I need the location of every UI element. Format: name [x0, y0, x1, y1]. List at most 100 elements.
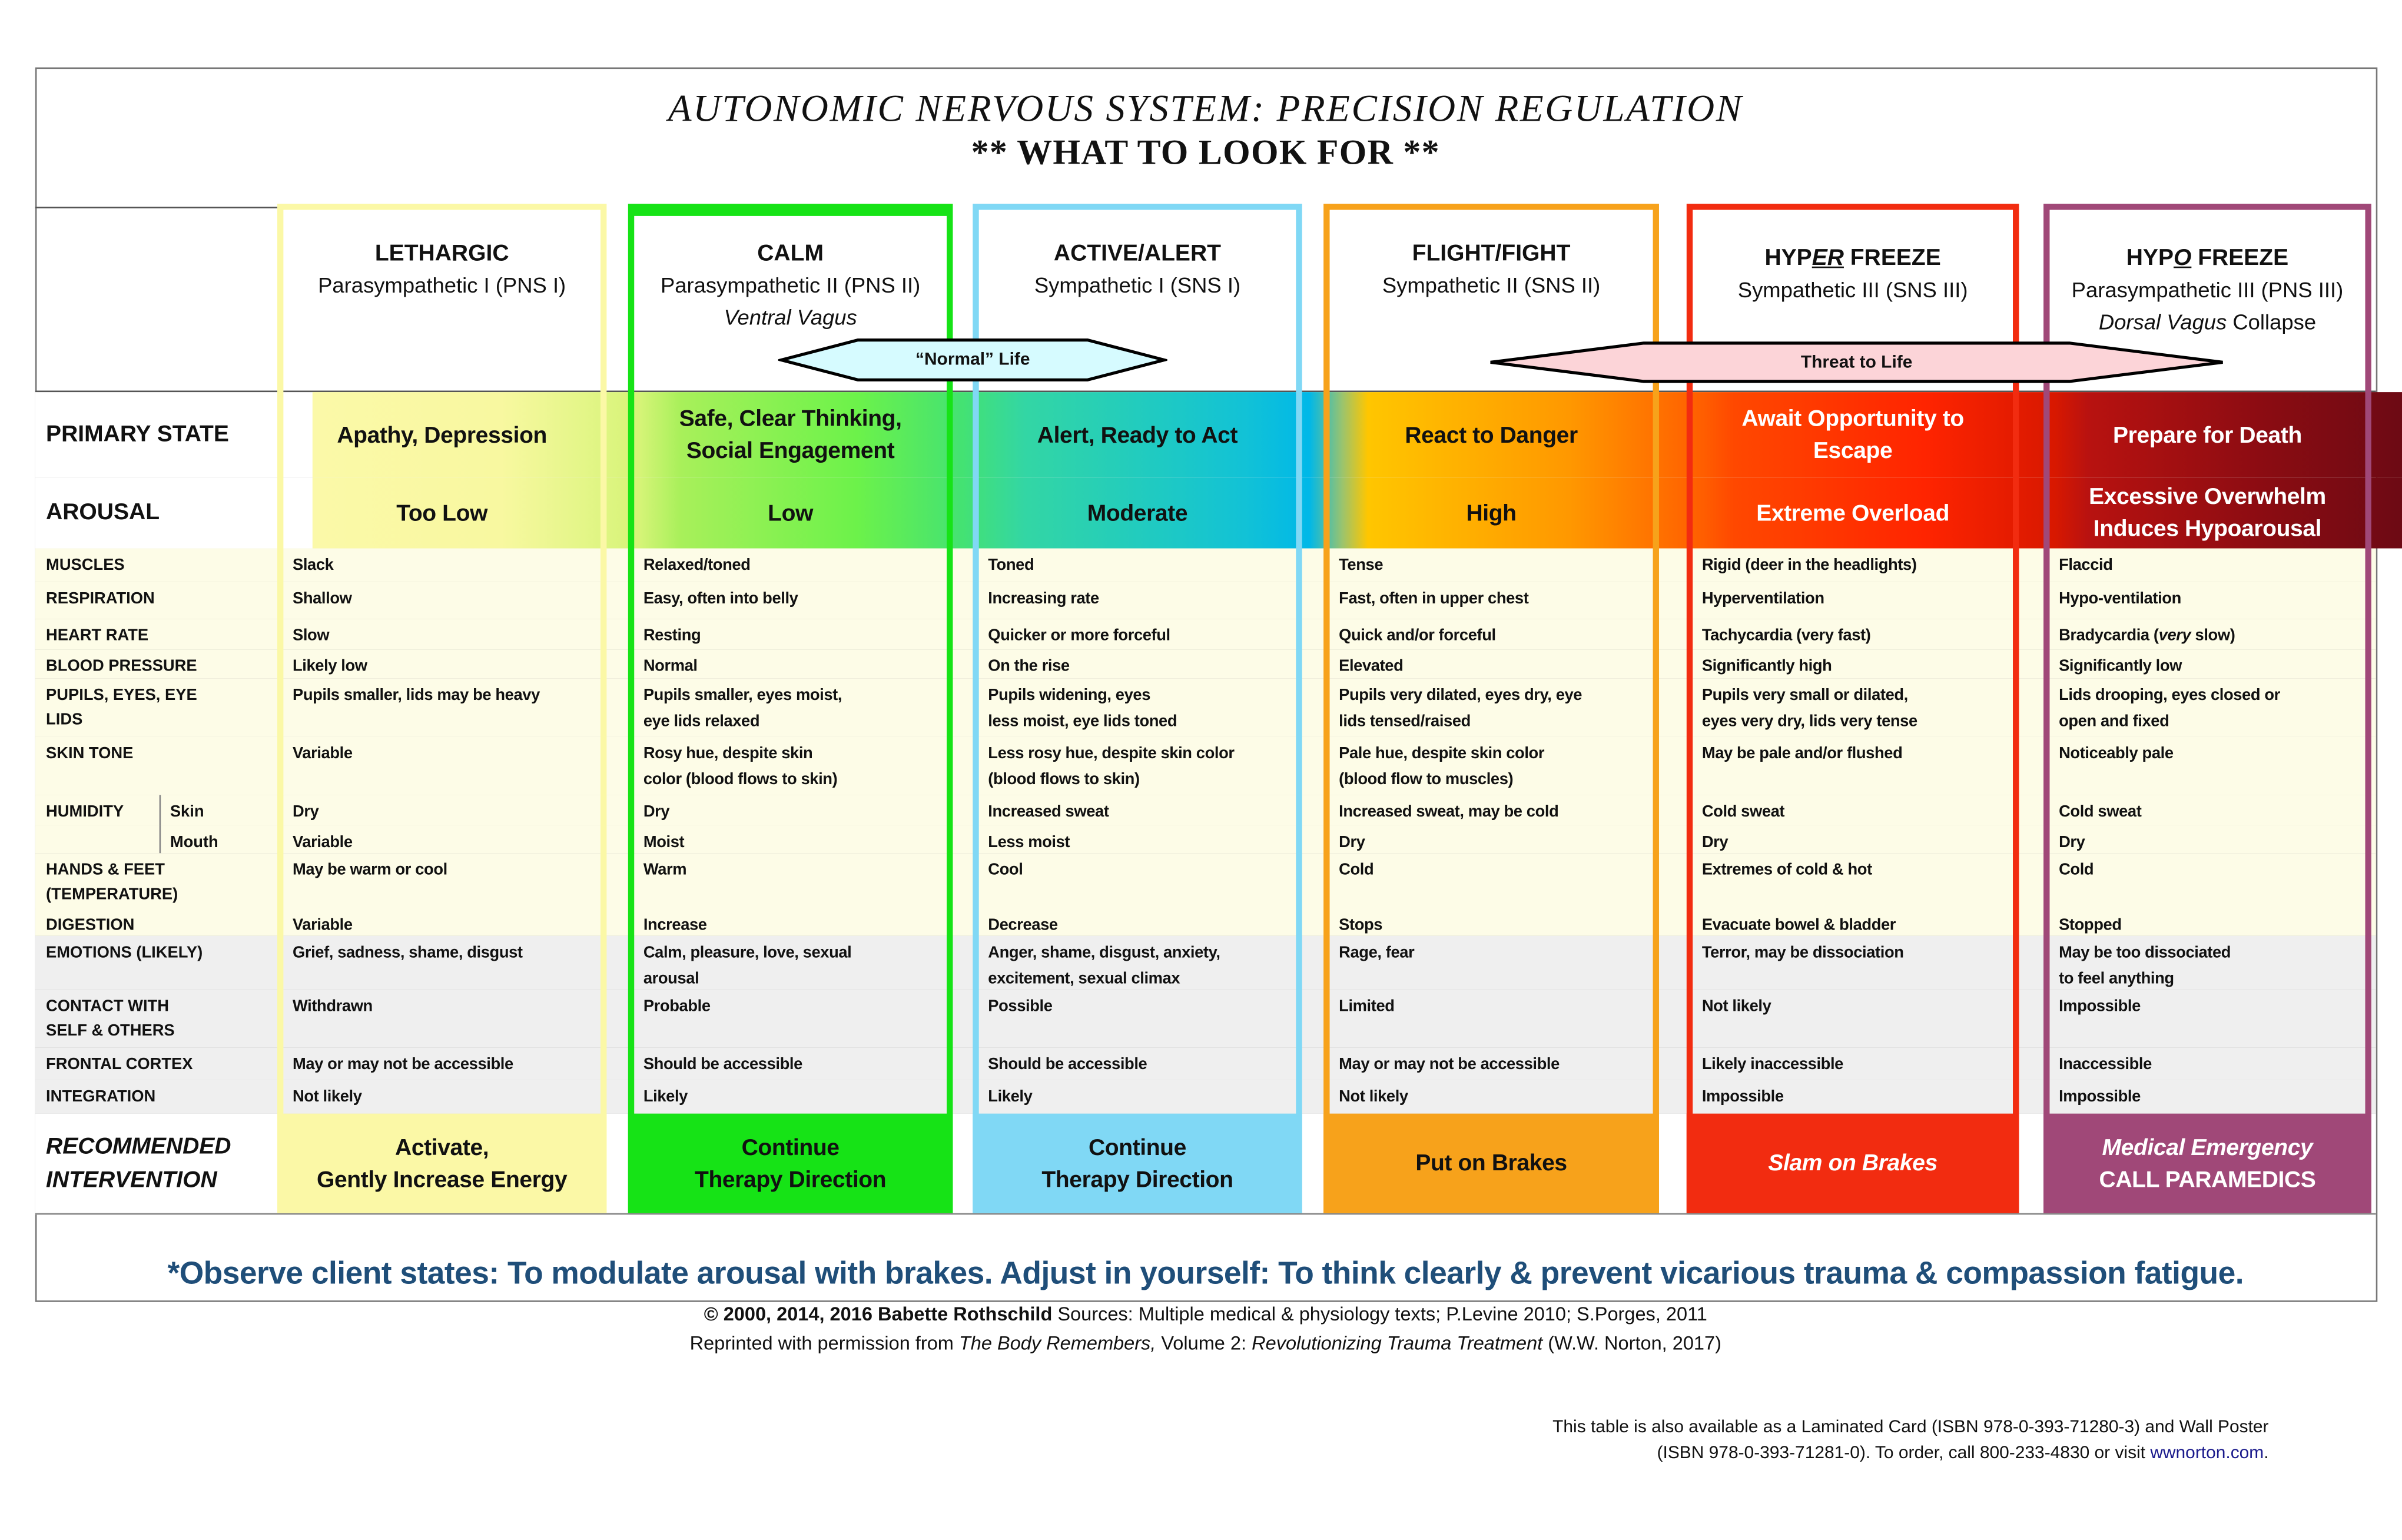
cell-text: Cold sweat: [2059, 802, 2142, 821]
table-row-hands-feet-temperature: HANDS & FEET (TEMPERATURE) May be warm or…: [35, 853, 2376, 910]
cell-flight: Quick and/or forceful: [1323, 623, 1659, 649]
cell-active: Toned: [973, 553, 1302, 578]
table-row-emotions-likely: EMOTIONS (LIKELY)Grief, sadness, shame, …: [35, 935, 2376, 991]
cell-hypo: Flaccid: [2043, 553, 2371, 578]
cell-text: Pupils smaller, eyes moist, eye lids rel…: [643, 686, 842, 730]
gradient-band: [312, 392, 2402, 478]
cell-text: May or may not be accessible: [292, 1055, 513, 1074]
cell-text: Limited: [1339, 997, 1395, 1016]
cell-text: Elevated: [1339, 657, 1404, 676]
cell-text: Hypo-ventilation: [2059, 589, 2181, 608]
cell-text: Moist: [643, 833, 685, 852]
text-segment: CALM: [757, 240, 824, 267]
availability-end: .: [2264, 1444, 2269, 1463]
text-segment: LETHARGIC: [374, 240, 509, 267]
row-label: DIGESTION: [46, 915, 135, 935]
cell-text: Dry: [2059, 833, 2085, 852]
cell-lethargic: Slow: [277, 623, 606, 649]
cell-lethargic: Not likely: [277, 1084, 606, 1110]
cell-hypo: Bradycardia (very slow): [2043, 623, 2371, 649]
cell-lethargic: Shallow: [277, 587, 606, 612]
cell-flight: Not likely: [1323, 1084, 1659, 1110]
text-segment: Bradycardia (: [2059, 626, 2159, 645]
cell-active: Increasing rate: [973, 587, 1302, 612]
cell-flight: High: [1323, 478, 1659, 549]
cell-active: On the rise: [973, 654, 1302, 679]
cell-active: Increased sweat: [973, 799, 1302, 825]
cell-text: Fast, often in upper chest: [1339, 589, 1529, 608]
cell-hypo: Lids drooping, eyes closed or open and f…: [2043, 683, 2371, 734]
cell-hyper: Slam on Brakes: [1686, 1113, 2019, 1213]
cell-text: Flaccid: [2059, 556, 2113, 575]
cell-lethargic: May or may not be accessible: [277, 1053, 606, 1078]
row-label: CONTACT WITH SELF & OTHERS: [46, 997, 175, 1040]
cell-text: Extremes of cold & hot: [1701, 861, 1872, 879]
cell-calm: Low: [628, 478, 953, 549]
wwnorton-link[interactable]: wwnorton.com: [2150, 1444, 2264, 1463]
state-name: HYPO FREEZE: [2043, 242, 2371, 274]
cell-text: Lids drooping, eyes closed or open and f…: [2059, 686, 2280, 730]
cell-lethargic: Apathy, Depression: [277, 392, 606, 478]
text-segment: FREEZE: [1843, 245, 1941, 271]
cell-lethargic: Dry: [277, 799, 606, 825]
availability-text: (ISBN 978-0-393-71281-0). To order, call…: [1657, 1444, 2151, 1463]
cell-calm: Safe, Clear Thinking, Social Engagement: [628, 392, 953, 478]
state-name: CALM: [628, 237, 953, 270]
cell-flight: Put on Brakes: [1323, 1113, 1659, 1213]
cell-active: Decrease: [973, 913, 1302, 938]
sublabel-divider: [159, 825, 161, 855]
cell-text: Cold: [2059, 861, 2094, 879]
cell-text: Dry: [292, 802, 319, 821]
row-label: HUMIDITY: [46, 802, 124, 821]
cell-text: Inaccessible: [2059, 1055, 2152, 1074]
cell-text: May be warm or cool: [292, 861, 447, 879]
cell-text: Alert, Ready to Act: [1037, 421, 1238, 449]
nervous-system-branch: Sympathetic II (SNS II): [1382, 273, 1601, 297]
cell-active: Less rosy hue, despite skin color (blood…: [973, 741, 1302, 792]
text-segment: O: [2173, 245, 2192, 271]
row-label: MUSCLES: [46, 556, 125, 575]
cell-hyper: Impossible: [1687, 1084, 2019, 1110]
cell-text: Await Opportunity to Escape: [1741, 406, 1964, 464]
cell-text: Apathy, Depression: [337, 421, 547, 449]
cell-text: Increasing rate: [988, 589, 1099, 608]
cell-hypo: Cold: [2043, 858, 2371, 883]
cell-text: Increased sweat, may be cold: [1339, 802, 1559, 821]
cell-text: Quicker or more forceful: [988, 626, 1170, 645]
cell-flight: Pale hue, despite skin color (blood flow…: [1323, 741, 1659, 792]
text-segment: ER: [1812, 245, 1844, 271]
nervous-system-branch: Parasympathetic II (PNS II): [660, 273, 921, 297]
nervous-system-branch: Parasympathetic III (PNS III): [2071, 277, 2344, 302]
cell-flight: Cold: [1323, 858, 1659, 883]
cell-text: Quick and/or forceful: [1339, 626, 1496, 645]
cell-text: Resting: [643, 626, 701, 645]
cell-text: Rage, fear: [1339, 943, 1415, 962]
cell-hypo: Impossible: [2043, 1084, 2371, 1110]
text-segment: CALL PARAMEDICS: [2099, 1166, 2316, 1193]
cell-text: Cold sweat: [1701, 802, 1785, 821]
cell-text: Possible: [988, 997, 1053, 1016]
cell-calm: Easy, often into belly: [628, 587, 953, 612]
row-label: AROUSAL: [46, 499, 160, 526]
cell-flight: Increased sweat, may be cold: [1323, 799, 1659, 825]
cell-text: May be pale and/or flushed: [1701, 744, 1903, 763]
availability-line-2: (ISBN 978-0-393-71281-0). To order, call…: [1657, 1445, 2269, 1463]
cell-text: Not likely: [1701, 997, 1771, 1016]
text-segment: Dorsal Vagus: [2098, 309, 2227, 334]
cell-text: Variable: [292, 833, 353, 852]
nervous-system-branch: Parasympathetic I (PNS I): [318, 273, 566, 297]
cell-text: Significantly high: [1701, 657, 1832, 676]
row-label: HANDS & FEET (TEMPERATURE): [46, 861, 178, 904]
text-segment: very: [2158, 626, 2191, 645]
cell-text: Probable: [643, 997, 711, 1016]
cell-flight: Stops: [1323, 913, 1659, 938]
cell-calm: Warm: [628, 858, 953, 883]
state-name: LETHARGIC: [277, 237, 606, 270]
state-name: ACTIVE/ALERT: [973, 237, 1302, 270]
cell-text: Rosy hue, despite skin color (blood flow…: [643, 744, 838, 788]
